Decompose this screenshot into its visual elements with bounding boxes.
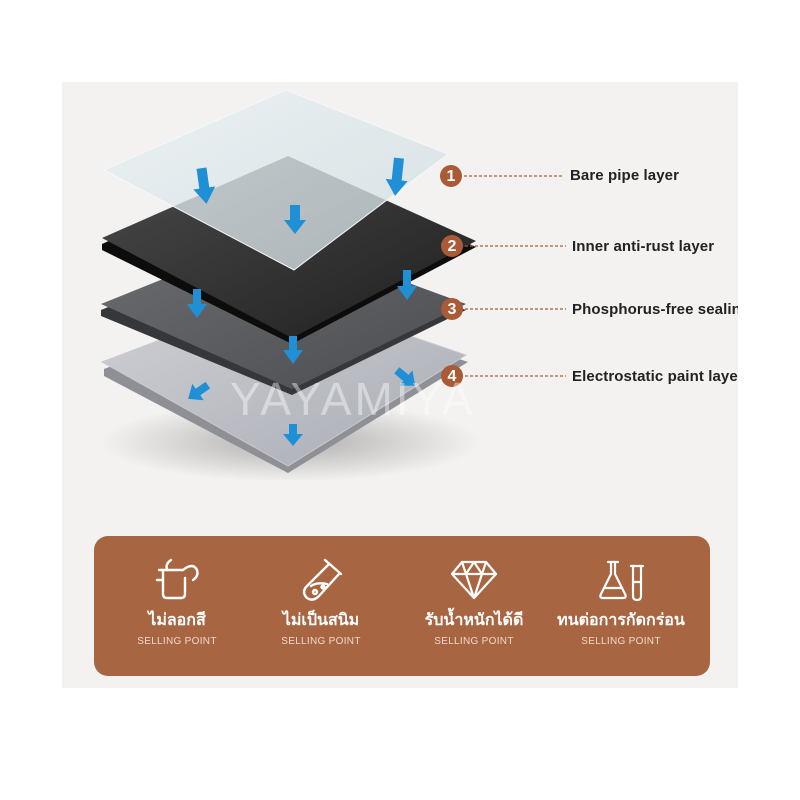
arrow-down-icon — [284, 205, 306, 234]
layer-1-number: 1 — [447, 168, 456, 185]
feature-title: ไม่เป็นสนิม — [282, 612, 360, 629]
arrow-diagonal-icon — [188, 381, 211, 401]
selling-points-banner: ไม่ลอกสี SELLING POINT ไม่เป็นสนิม SELLI… — [94, 536, 710, 676]
layer-2-number: 2 — [448, 238, 457, 255]
feature-subtitle: SELLING POINT — [581, 636, 661, 647]
feature-corrosion-resistant: ทนต่อการกัดกร่อน SELLING POINT — [546, 556, 696, 647]
feature-no-rust: ไม่เป็นสนิม SELLING POINT — [246, 556, 396, 647]
arrow-down-icon — [283, 336, 303, 364]
watermark: YAYAMIYA — [230, 373, 476, 425]
diagram-panel: 1 2 3 4 YAYAMIYA Bare pipe layer Inner a… — [62, 82, 738, 688]
layer-4-number: 4 — [448, 368, 457, 385]
feature-title: ไม่ลอกสี — [148, 612, 206, 629]
lab-flask-icon — [599, 560, 645, 602]
layer-4-label: Electrostatic paint layer — [572, 368, 738, 385]
arrow-down-icon — [187, 289, 207, 318]
layer-diagram: 1 2 3 4 — [100, 89, 566, 482]
arrow-down-icon — [385, 157, 408, 196]
paint-can-icon — [155, 558, 199, 600]
layer-3-marker: 3 — [441, 298, 566, 320]
layer-1-plate — [102, 89, 450, 271]
layer-3-number: 3 — [448, 301, 457, 318]
arrow-diagonal-icon — [394, 367, 416, 386]
layer-2-marker: 2 — [441, 235, 566, 257]
layer-1-marker: 1 — [440, 165, 564, 187]
arrow-down-icon — [397, 270, 417, 300]
layer-2-label: Inner anti-rust layer — [572, 238, 715, 255]
layer-3-label: Phosphorus-free sealing layer — [572, 301, 738, 318]
test-tube-icon — [302, 558, 343, 601]
layer-4-marker: 4 — [441, 365, 566, 387]
feature-title: ทนต่อการกัดกร่อน — [557, 612, 685, 629]
feature-subtitle: SELLING POINT — [137, 636, 217, 647]
feature-subtitle: SELLING POINT — [434, 636, 514, 647]
feature-no-peeling: ไม่ลอกสี SELLING POINT — [102, 556, 252, 647]
feature-title: รับน้ำหนักได้ดี — [424, 612, 524, 629]
arrow-down-icon — [283, 424, 303, 446]
diamond-icon — [450, 560, 498, 600]
feature-load-bearing: รับน้ำหนักได้ดี SELLING POINT — [399, 556, 549, 647]
layer-1-label: Bare pipe layer — [570, 167, 680, 184]
arrow-down-icon — [193, 167, 216, 204]
feature-subtitle: SELLING POINT — [281, 636, 361, 647]
